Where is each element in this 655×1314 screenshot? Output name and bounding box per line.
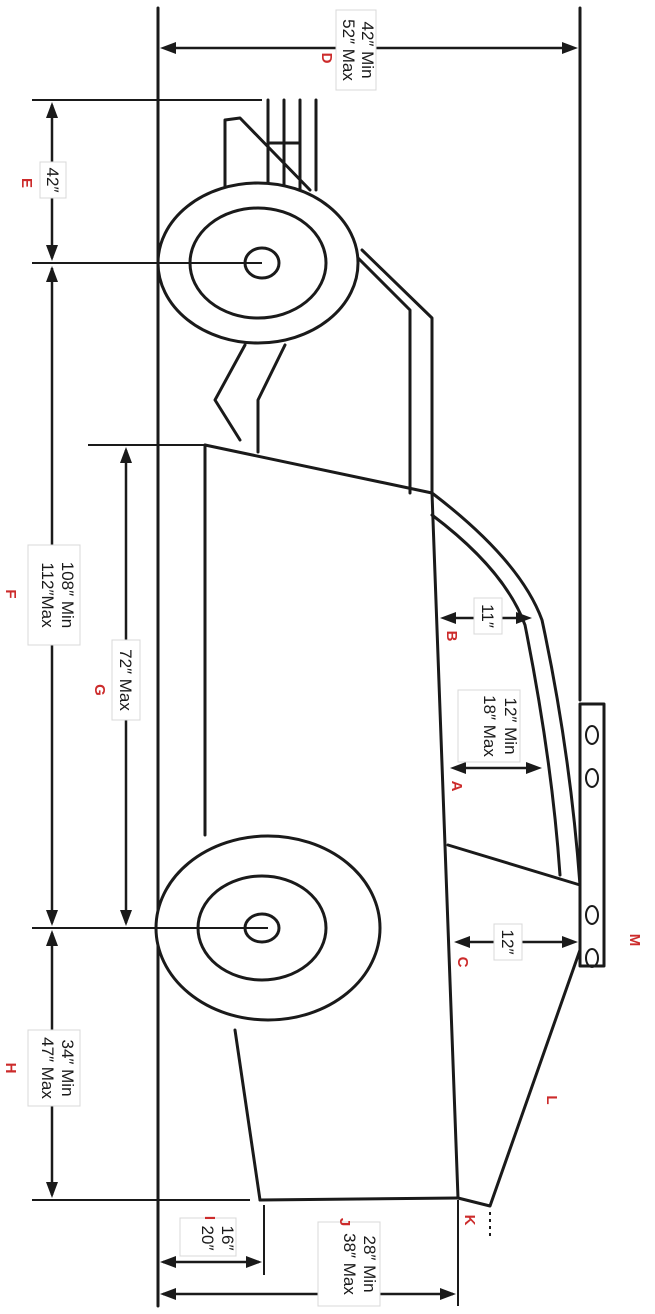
dimension-j: 28″ Min 38″ Max J <box>160 1200 459 1307</box>
dim-b-letter: B <box>443 631 460 642</box>
dim-a-letter: A <box>448 781 465 792</box>
dim-j-line1: 28″ Min <box>360 1235 379 1292</box>
dimension-d: 42″ Min 52″ Max D <box>160 9 578 91</box>
dim-c-line1: 12″ <box>498 930 517 955</box>
dim-i-line1: 16″ <box>218 1226 237 1251</box>
dim-i-line2: 20″ <box>198 1226 217 1251</box>
dimension-c: 12″ C <box>454 923 578 968</box>
dim-e-letter: E <box>18 178 35 188</box>
dim-a-line2: 18″ Max <box>480 695 499 757</box>
marker-k-letter: K <box>461 1215 478 1226</box>
dimension-e: 42″ E <box>18 99 262 264</box>
dim-d-letter: D <box>318 53 335 64</box>
dimension-g: 72″ Max G <box>88 444 205 926</box>
dim-h-line2: 47″ Max <box>38 1037 57 1099</box>
dim-e-line1: 42″ <box>43 168 62 193</box>
dim-d-line2: 52″ Max <box>339 19 358 81</box>
dim-g-letter: G <box>91 684 108 696</box>
dim-h-letter: H <box>2 1063 19 1074</box>
dim-b-line1: 11″ <box>478 604 497 628</box>
dimension-a: 12″ Min 18″ Max A <box>448 689 542 792</box>
marker-k: K <box>461 1212 491 1240</box>
dim-c-letter: C <box>454 957 471 968</box>
dimension-h: 34″ Min 47″ Max H <box>2 930 250 1201</box>
dim-f-letter: F <box>2 589 19 598</box>
marker-m-letter: M <box>626 934 643 947</box>
dim-d-line1: 42″ Min <box>358 21 377 78</box>
control-bar <box>578 702 606 968</box>
marker-l-letter: L <box>543 1095 560 1104</box>
dim-j-letter: J <box>336 1218 353 1226</box>
dim-f-line1: 108″ Min <box>58 562 77 629</box>
dim-i-letter: I <box>201 1216 218 1220</box>
dim-g-line1: 72″ Max <box>116 649 135 711</box>
dimension-i: 16″ 20″ I <box>160 1205 265 1275</box>
dimension-f: 108″ Min 112″Max F <box>2 266 268 929</box>
dim-h-line1: 34″ Min <box>58 1039 77 1096</box>
dim-f-line2: 112″Max <box>38 562 57 628</box>
dim-j-line2: 38″ Max <box>340 1233 359 1295</box>
dim-a-line1: 12″ Min <box>501 697 520 754</box>
dimension-b: 11″ B <box>440 597 532 642</box>
car-body <box>203 98 582 1208</box>
